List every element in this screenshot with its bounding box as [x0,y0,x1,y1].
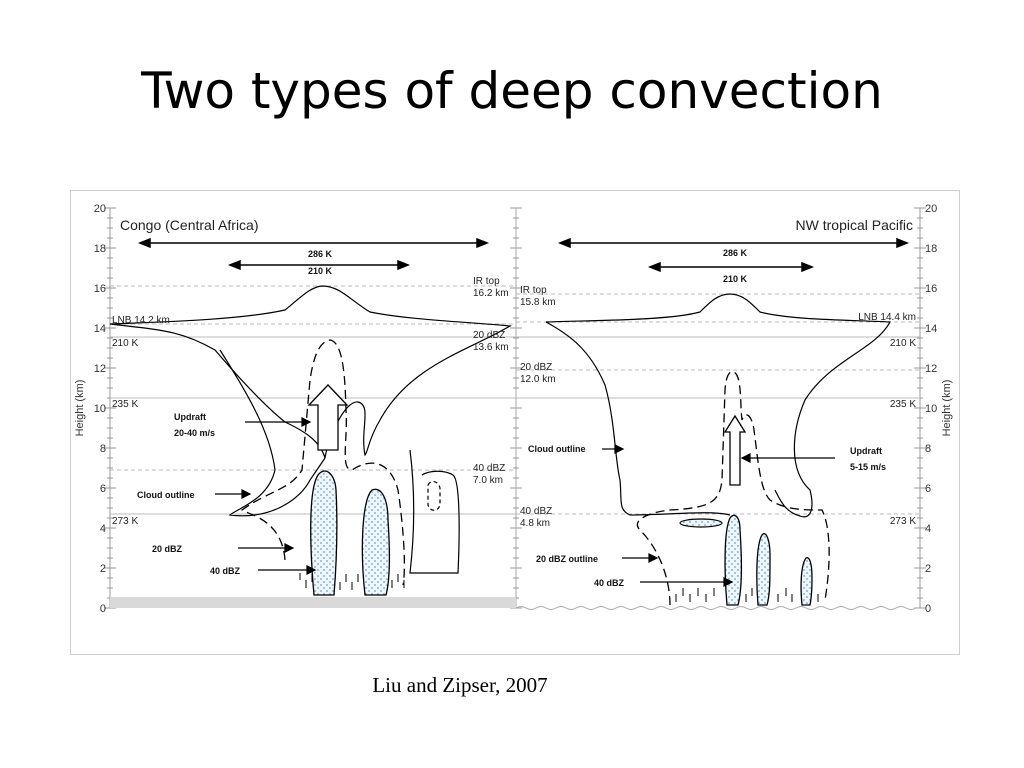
y-tick-label: 20 [94,203,106,215]
y-tick-label: 10 [94,403,106,415]
y-axis-label-left: Height (km) [74,380,86,437]
y-tick-label: 16 [925,283,937,295]
right-updraft-speed: 5-15 m/s [850,462,886,472]
left-40dbz-top-label: 40 dBZ [473,463,505,474]
left-updraft-speed: 20-40 m/s [174,428,215,438]
left-cloud-outline-label: Cloud outline [137,490,195,500]
figure-caption: Liu and Zipser, 2007 [372,673,548,697]
y-tick-label: 0 [925,603,931,615]
land-surface [110,597,516,608]
y-tick-label: 20 [925,203,937,215]
left-cloud-outline [109,285,512,459]
right-cloud-left-outline [545,321,731,516]
right-20dbz-top-height: 12.0 km [520,374,556,385]
right-anvil-arrows [557,237,910,273]
right-pointer-arrows [602,444,835,587]
right-ir-top-height: 15.8 km [520,297,556,308]
right-panel-title: NW tropical Pacific [796,217,913,233]
left-updraft-arrow [307,384,349,451]
left-ir-top-height: 16.2 km [473,288,509,299]
left-cloud-lower-outline [219,349,326,517]
right-updraft-label: Updraft [850,446,882,456]
right-ir-top-label: IR top [520,285,547,296]
left-lnb-label: LNB 14.2 km [112,315,170,326]
right-updraft-arrow [723,414,747,486]
y-tick-label: 18 [94,243,106,255]
y-tick-label: 0 [100,603,106,615]
y-tick-labels-left: 0 2 4 6 8 10 12 14 16 18 20 [94,203,106,615]
left-273k-label: 273 K [112,516,138,527]
y-tick-label: 4 [100,523,106,535]
right-cloud-outline [545,293,891,518]
left-anvil-arrows [137,237,490,271]
left-210k-label: 210 K [112,338,138,349]
y-tick-label: 8 [925,443,931,455]
right-40dbz-core-2 [756,533,771,606]
right-210k-label: 210 K [890,338,916,349]
right-273k-label: 273 K [890,516,916,527]
left-side-cell-outline [409,449,460,574]
right-40dbz-core-1 [724,514,742,606]
figure-frame [70,190,960,655]
slide-title: Two types of deep convection [141,62,883,120]
left-20dbz-contour [240,339,406,586]
axis-tick-marks [104,207,926,609]
y-tick-label: 12 [94,363,106,375]
convection-diagram: Height (km) Height (km) 0 2 4 6 8 10 12 … [70,190,960,655]
right-arrow-outer-label: 286 K [723,248,748,258]
convection-diagram-svg: Height (km) Height (km) 0 2 4 6 8 10 12 … [70,190,960,655]
left-ir-top-label: IR top [473,276,500,287]
left-pointer-arrows [215,417,317,575]
y-tick-label: 2 [100,563,106,575]
right-anvil-core [679,518,723,528]
right-20dbz-top-label: 20 dBZ [520,362,552,373]
y-tick-label: 12 [925,363,937,375]
ocean-surface [515,606,917,610]
right-40dbz-top-height: 4.8 km [520,518,550,529]
left-panel-title: Congo (Central Africa) [120,217,259,233]
y-tick-label: 8 [100,443,106,455]
y-tick-labels-right: 0 2 4 6 8 10 12 14 16 18 20 [925,203,937,615]
y-tick-label: 2 [925,563,931,575]
right-40dbz-top-label: 40 dBZ [520,506,552,517]
left-40dbz-label: 40 dBZ [210,566,241,576]
left-40dbz-top-height: 7.0 km [473,475,503,486]
right-rain-ticks [675,588,819,602]
y-tick-label: 10 [925,403,937,415]
y-tick-label: 4 [925,523,931,535]
left-updraft-label: Updraft [174,412,206,422]
left-arrow-inner-label: 210 K [308,266,333,276]
y-axis-label-right: Height (km) [941,380,953,437]
y-tick-label: 6 [100,483,106,495]
left-40dbz-core-2 [361,488,390,596]
left-40dbz-core-1 [310,470,338,596]
right-20dbz-outline-label: 20 dBZ outline [536,554,598,564]
left-235k-label: 235 K [112,399,138,410]
y-tick-label: 14 [925,323,937,335]
right-arrow-inner-label: 210 K [723,274,748,284]
left-20dbz-top-label: 20 dBZ [473,330,505,341]
right-20dbz-contour [636,370,830,606]
left-20dbz-top-height: 13.6 km [473,342,509,353]
left-20dbz-label: 20 dBZ [152,544,183,554]
left-rain-ticks [299,573,405,590]
y-tick-label: 14 [94,323,106,335]
y-tick-label: 18 [925,243,937,255]
right-235k-label: 235 K [890,399,916,410]
y-tick-label: 16 [94,283,106,295]
right-40dbz-core-3 [800,557,813,606]
right-40dbz-label: 40 dBZ [594,578,625,588]
right-lnb-label: LNB 14.4 km [858,312,916,323]
left-arrow-outer-label: 286 K [308,249,333,259]
right-cloud-outline-label: Cloud outline [528,444,586,454]
y-tick-label: 6 [925,483,931,495]
